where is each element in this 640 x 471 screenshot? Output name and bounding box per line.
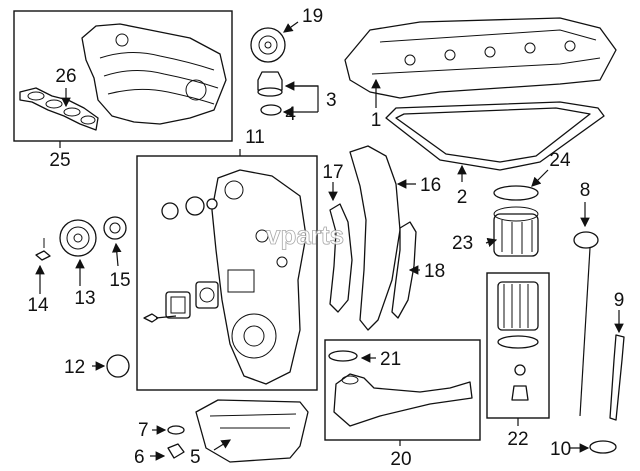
- oil-filter-element-part: [497, 281, 539, 401]
- callout-8: 8: [580, 180, 591, 201]
- intake-gasket-part: [19, 87, 99, 131]
- leader-15: [111, 242, 122, 267]
- leader-19: [283, 21, 299, 33]
- filler-cap-gasket-part: [260, 104, 282, 116]
- strainer-gasket-part: [328, 350, 358, 362]
- valve-cover-part: [344, 17, 617, 99]
- callout-10: 10: [550, 439, 571, 460]
- leader-23: [485, 237, 498, 248]
- chain-tensioner-arm-part: [391, 221, 417, 319]
- callout-12: 12: [64, 357, 85, 378]
- oil-filler-cap-part: [257, 71, 283, 97]
- drain-plug-part: [167, 443, 185, 459]
- valve-cover-gasket-part: [385, 101, 605, 171]
- drain-plug-gasket-part: [167, 425, 185, 435]
- filter-housing-oring-part: [493, 185, 539, 201]
- callout-2: 2: [457, 187, 468, 208]
- callout-26: 26: [55, 66, 76, 87]
- callout-25: 25: [49, 150, 70, 171]
- callout-15: 15: [109, 270, 130, 291]
- crankshaft-seal-part: [106, 354, 130, 378]
- crankshaft-sprocket-part: [103, 216, 127, 240]
- timing-chain-part: [349, 145, 401, 331]
- oil-dipstick-part: [573, 231, 599, 417]
- callout-7: 7: [138, 420, 149, 441]
- oil-strainer-part: [333, 373, 473, 427]
- callout-13: 13: [74, 288, 95, 309]
- callout-6: 6: [134, 447, 145, 468]
- callout-16: 16: [420, 175, 441, 196]
- callout-17: 17: [322, 162, 343, 183]
- callout-21: 21: [380, 349, 401, 370]
- callout-20: 20: [390, 449, 411, 470]
- callout-19: 19: [302, 6, 323, 27]
- group-frame-intake-manifold: [13, 10, 233, 142]
- dipstick-tube-oring-part: [589, 440, 617, 454]
- group-frame-timing-cover: [136, 155, 318, 391]
- water-outlet-gasket-part: [195, 281, 219, 309]
- callout-5: 5: [190, 447, 201, 468]
- chain-guide-part: [329, 203, 353, 313]
- callout-18: 18: [424, 261, 445, 282]
- pulley-bolt-part: [35, 238, 51, 261]
- oil-filter-housing-part: [493, 206, 539, 257]
- callout-11: 11: [245, 127, 265, 148]
- callout-4: 4: [285, 104, 296, 125]
- cover-bolt-part: [143, 313, 177, 323]
- cover-plug-part: [185, 196, 205, 216]
- idler-pulley-part: [250, 27, 286, 63]
- group-frame-oil-strainer: [324, 339, 481, 441]
- crankshaft-pulley-part: [59, 219, 97, 257]
- callout-23: 23: [452, 233, 473, 254]
- cover-grommet-part: [206, 198, 218, 210]
- callout-3: 3: [326, 90, 337, 111]
- intake-manifold-part: [81, 23, 227, 125]
- water-pump-gasket-part: [165, 291, 191, 319]
- dipstick-tube-part: [609, 334, 625, 421]
- callout-22: 22: [507, 429, 528, 450]
- callout-14: 14: [27, 295, 49, 316]
- leader-24: [531, 169, 549, 187]
- timing-chain-cover-part: [211, 169, 307, 385]
- callout-24: 24: [549, 150, 571, 171]
- callout-9: 9: [614, 290, 625, 311]
- oil-pan-part: [195, 399, 309, 463]
- callout-1: 1: [371, 110, 382, 131]
- leader-5: [213, 439, 232, 451]
- camshaft-seal-part: [161, 202, 179, 220]
- watermark: vparts: [266, 220, 344, 250]
